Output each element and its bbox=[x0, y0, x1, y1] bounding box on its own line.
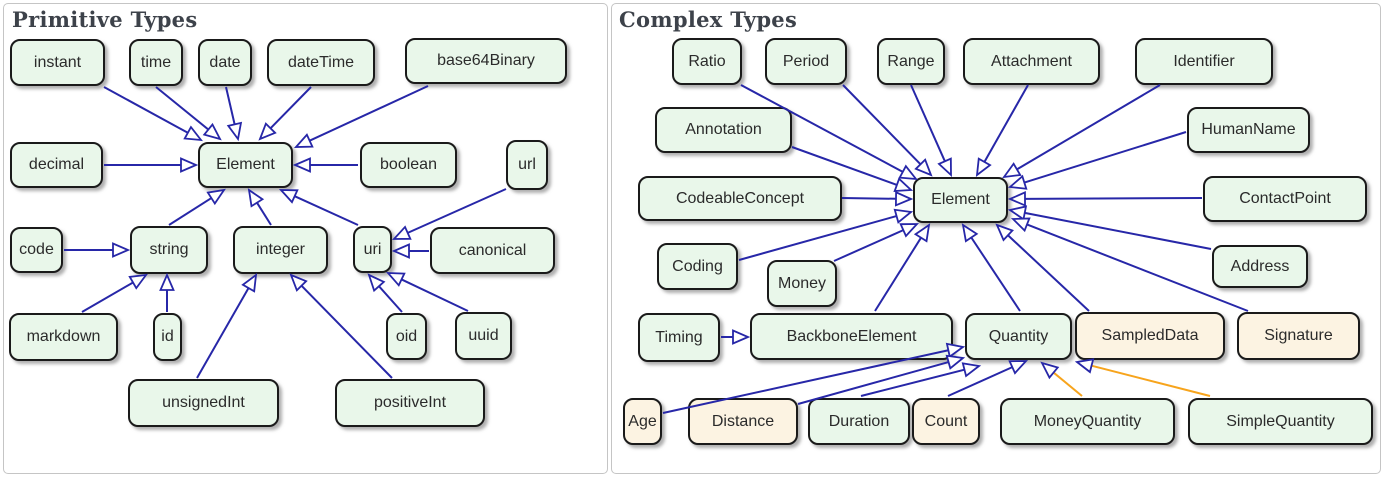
node-time[interactable]: time bbox=[129, 39, 183, 86]
node-id[interactable]: id bbox=[153, 313, 182, 361]
node-quantity[interactable]: Quantity bbox=[965, 313, 1072, 360]
node-timing[interactable]: Timing bbox=[638, 313, 720, 362]
node-period[interactable]: Period bbox=[765, 38, 847, 85]
node-age[interactable]: Age bbox=[623, 398, 662, 445]
node-sampledData[interactable]: SampledData bbox=[1075, 312, 1225, 360]
node-positiveInt[interactable]: positiveInt bbox=[335, 379, 485, 427]
node-url[interactable]: url bbox=[506, 140, 548, 190]
node-ratio[interactable]: Ratio bbox=[672, 38, 742, 85]
node-decimal[interactable]: decimal bbox=[10, 142, 103, 188]
node-simpleQuantity[interactable]: SimpleQuantity bbox=[1188, 398, 1373, 445]
node-unsignedInt[interactable]: unsignedInt bbox=[128, 379, 279, 427]
node-oid[interactable]: oid bbox=[386, 313, 427, 360]
node-canonical[interactable]: canonical bbox=[430, 227, 555, 274]
node-signature[interactable]: Signature bbox=[1237, 312, 1360, 360]
node-integer[interactable]: integer bbox=[233, 226, 328, 274]
node-markdown[interactable]: markdown bbox=[9, 313, 118, 361]
node-backboneElement[interactable]: BackboneElement bbox=[750, 313, 953, 360]
node-coding[interactable]: Coding bbox=[657, 243, 738, 290]
complex-types-title: Complex Types bbox=[619, 7, 798, 32]
node-boolean[interactable]: boolean bbox=[360, 142, 457, 188]
node-instant[interactable]: instant bbox=[10, 39, 105, 86]
node-element_c[interactable]: Element bbox=[913, 177, 1008, 223]
node-annotation[interactable]: Annotation bbox=[655, 107, 792, 153]
node-uuid[interactable]: uuid bbox=[455, 312, 512, 360]
node-distance[interactable]: Distance bbox=[688, 398, 798, 445]
node-range[interactable]: Range bbox=[877, 38, 945, 85]
node-contactPoint[interactable]: ContactPoint bbox=[1203, 176, 1367, 222]
node-element_p[interactable]: Element bbox=[198, 142, 293, 188]
node-moneyQuantity[interactable]: MoneyQuantity bbox=[1000, 398, 1175, 445]
node-uri[interactable]: uri bbox=[353, 226, 392, 273]
node-duration[interactable]: Duration bbox=[808, 398, 910, 445]
node-code[interactable]: code bbox=[10, 227, 63, 273]
node-base64Binary[interactable]: base64Binary bbox=[405, 38, 567, 84]
node-date[interactable]: date bbox=[198, 39, 252, 86]
node-identifier[interactable]: Identifier bbox=[1135, 38, 1273, 85]
node-string[interactable]: string bbox=[130, 226, 208, 274]
node-codeableConcept[interactable]: CodeableConcept bbox=[638, 176, 842, 221]
primitive-types-title: Primitive Types bbox=[12, 7, 198, 32]
node-count[interactable]: Count bbox=[912, 398, 980, 445]
node-humanName[interactable]: HumanName bbox=[1187, 107, 1310, 153]
node-address[interactable]: Address bbox=[1212, 245, 1308, 288]
node-money[interactable]: Money bbox=[767, 260, 837, 307]
node-attachment[interactable]: Attachment bbox=[963, 38, 1100, 85]
node-dateTime[interactable]: dateTime bbox=[267, 39, 375, 86]
